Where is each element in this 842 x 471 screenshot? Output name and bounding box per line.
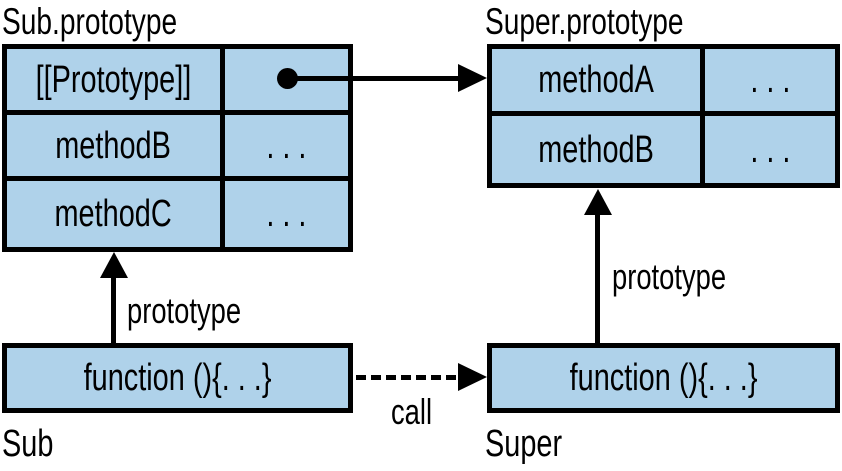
sub-proto-cell-methodC-value: . . .	[225, 181, 348, 247]
sub-prototype-arrow-line	[111, 274, 116, 343]
super-prototype-table: methodA . . . methodB . . .	[487, 44, 840, 188]
super-prototype-arrow-label-text: prototype	[612, 256, 727, 297]
ellipsis-text: . . .	[266, 124, 307, 167]
sub-proto-cell-methodB-value: . . .	[225, 115, 348, 181]
sub-prototype-arrow-label-text: prototype	[127, 290, 242, 331]
proto-link-arrow-line	[287, 76, 460, 81]
sub-function-box: function (){. . .}	[2, 343, 353, 413]
super-prototype-title-text: Super.prototype	[485, 1, 684, 42]
super-caption: Super	[485, 424, 586, 464]
super-function-label: function (){. . .}	[569, 356, 758, 399]
call-arrow-line	[356, 375, 456, 380]
prototype-slot-label: [[Prototype]]	[35, 58, 192, 101]
super-function-box: function (){. . .}	[487, 343, 840, 413]
super-prototype-arrowhead-icon	[584, 189, 612, 215]
methodB-label: methodB	[538, 128, 654, 171]
sub-proto-cell-prototype-value	[225, 49, 348, 115]
super-prototype-arrow-label: prototype	[612, 257, 762, 297]
sub-prototype-arrow-label: prototype	[127, 291, 277, 331]
sub-function-label: function (){. . .}	[83, 356, 272, 399]
super-proto-cell-methodA-value: . . .	[705, 49, 835, 116]
super-proto-cell-methodB: methodB	[492, 116, 705, 183]
super-caption-text: Super	[485, 423, 563, 465]
super-prototype-arrow-line	[595, 211, 600, 343]
sub-prototype-title-text: Sub.prototype	[2, 1, 178, 42]
sub-proto-cell-methodB: methodB	[7, 115, 225, 181]
call-arrow-label: call	[391, 392, 445, 432]
super-proto-cell-methodB-value: . . .	[705, 116, 835, 183]
call-arrowhead-icon	[458, 363, 487, 391]
sub-proto-cell-prototype-slot: [[Prototype]]	[7, 49, 225, 115]
call-arrow-label-text: call	[391, 391, 433, 432]
sub-proto-cell-methodC: methodC	[7, 181, 225, 247]
methodC-label: methodC	[54, 193, 173, 235]
super-proto-cell-methodA: methodA	[492, 49, 705, 116]
super-prototype-title: Super.prototype	[485, 2, 746, 42]
sub-prototype-arrowhead-icon	[100, 252, 128, 278]
ellipsis-text: . . .	[749, 59, 791, 101]
ellipsis-text: . . .	[749, 128, 791, 171]
sub-caption: Sub	[2, 424, 70, 464]
sub-caption-text: Sub	[2, 423, 54, 465]
ellipsis-text: . . .	[266, 193, 307, 235]
methodA-label: methodA	[538, 59, 654, 101]
proto-link-arrowhead-icon	[458, 64, 487, 92]
sub-prototype-title: Sub.prototype	[2, 2, 232, 42]
methodB-label: methodB	[55, 124, 172, 167]
